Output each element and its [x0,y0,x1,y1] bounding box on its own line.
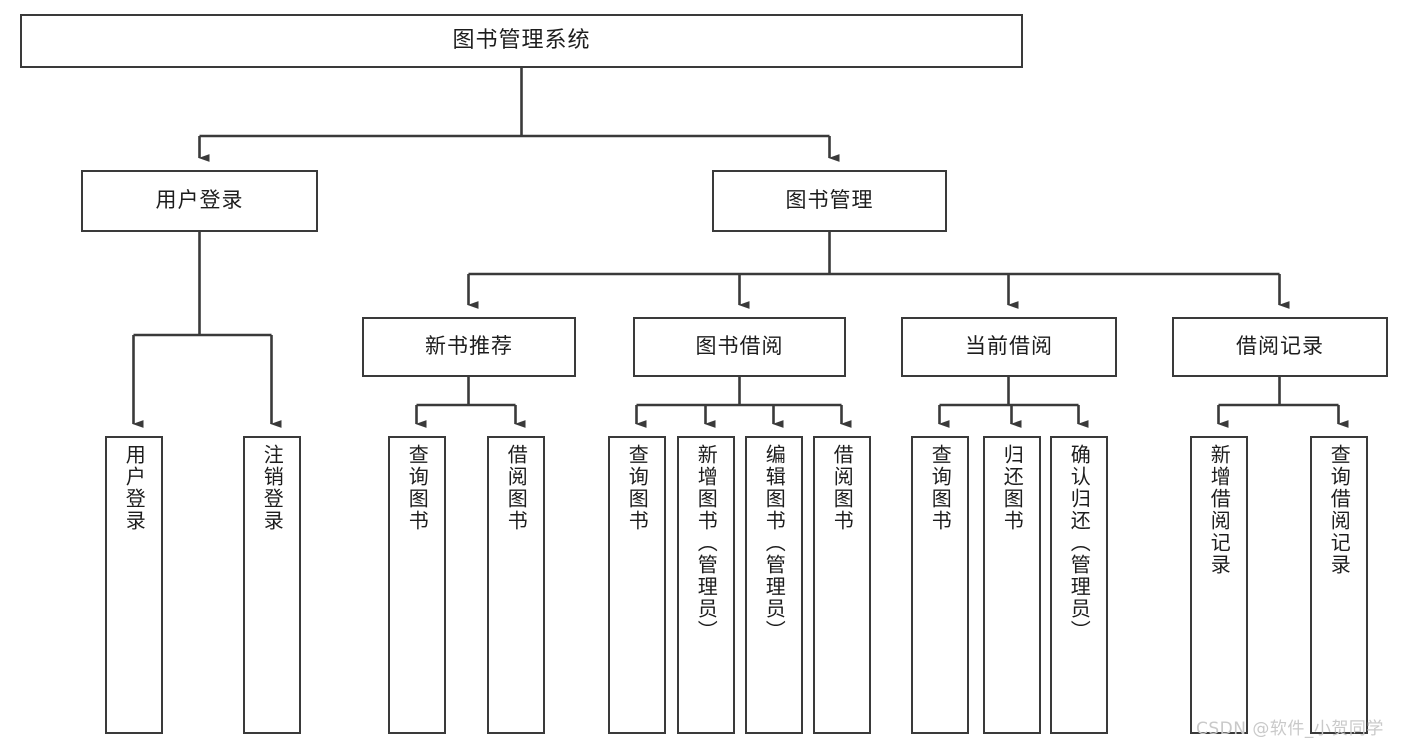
node-leaf-user-logout[interactable]: 注销登录 [243,436,301,734]
node-leaf-add-record[interactable]: 新增借阅记录 [1190,436,1248,734]
node-book-manage[interactable]: 图书管理 [712,170,947,232]
node-leaf-confirm-return[interactable]: 确认归还（管理员） [1050,436,1108,734]
leaf-label: 确认归还（管理员） [1067,444,1092,642]
node-leaf-return-book[interactable]: 归还图书 [983,436,1041,734]
leaf-label: 新增图书（管理员） [694,444,719,642]
node-leaf-borrow-book-2[interactable]: 借阅图书 [813,436,871,734]
csdn-watermark: CSDN @软件_小贺同学 [1196,719,1384,739]
node-current-borrow[interactable]: 当前借阅 [901,317,1117,377]
node-leaf-user-login[interactable]: 用户登录 [105,436,163,734]
leaf-label: 查询图书 [928,444,953,532]
node-leaf-edit-book[interactable]: 编辑图书（管理员） [745,436,803,734]
leaf-label: 归还图书 [1000,444,1025,532]
leaf-label: 新增借阅记录 [1207,444,1232,576]
node-leaf-query-book-3[interactable]: 查询图书 [911,436,969,734]
node-borrow-record[interactable]: 借阅记录 [1172,317,1388,377]
node-leaf-query-book-2[interactable]: 查询图书 [608,436,666,734]
node-book-borrow[interactable]: 图书借阅 [633,317,846,377]
node-user-login[interactable]: 用户登录 [81,170,318,232]
leaf-label: 借阅图书 [830,444,855,532]
node-leaf-query-record[interactable]: 查询借阅记录 [1310,436,1368,734]
leaf-label: 查询借阅记录 [1327,444,1352,576]
leaf-label: 编辑图书（管理员） [762,444,787,642]
leaf-label: 查询图书 [625,444,650,532]
node-leaf-add-book[interactable]: 新增图书（管理员） [677,436,735,734]
leaf-label: 注销登录 [260,444,285,532]
node-leaf-borrow-book-1[interactable]: 借阅图书 [487,436,545,734]
leaf-label: 用户登录 [122,444,147,532]
node-root-system[interactable]: 图书管理系统 [20,14,1023,68]
leaf-label: 查询图书 [405,444,430,532]
node-leaf-query-book-1[interactable]: 查询图书 [388,436,446,734]
node-new-book-recommend[interactable]: 新书推荐 [362,317,576,377]
leaf-label: 借阅图书 [504,444,529,532]
